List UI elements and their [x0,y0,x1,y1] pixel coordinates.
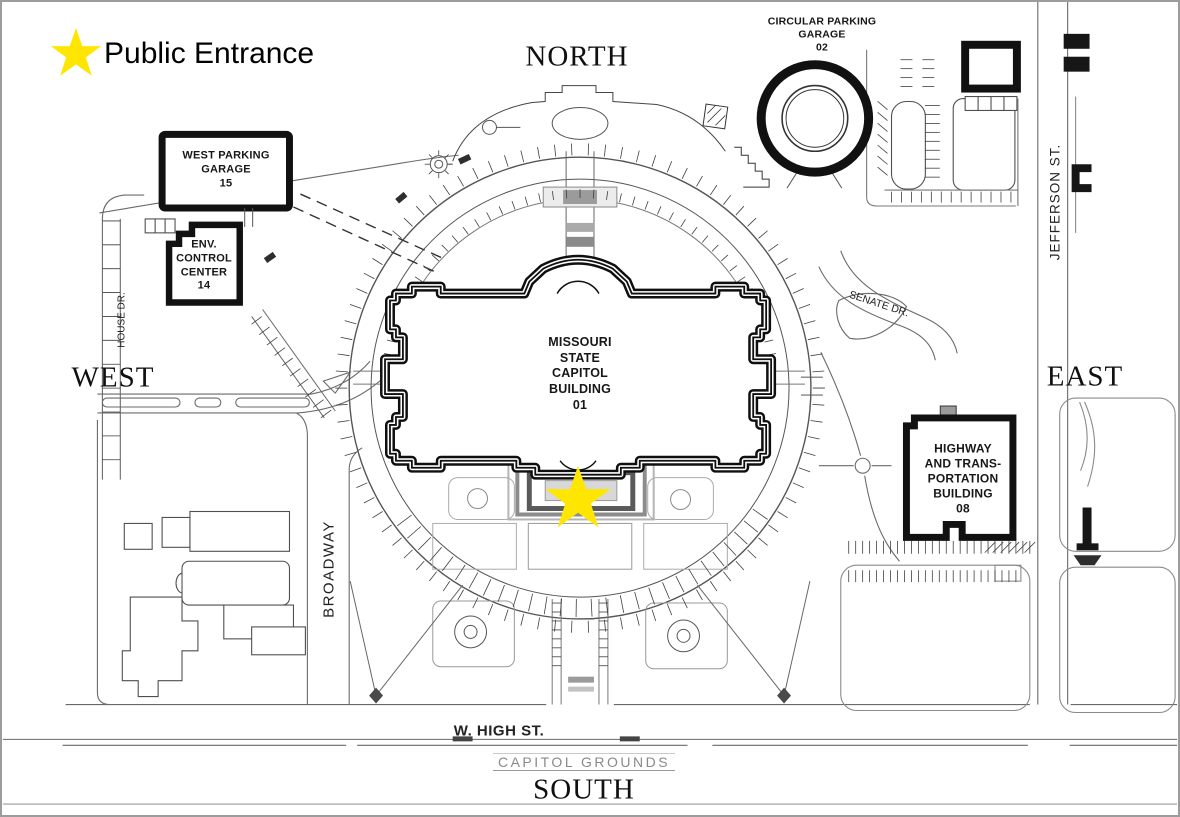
northwest-ornament-circle [429,155,448,174]
capitol-west-apron [353,370,386,385]
house-dr-strip [101,194,145,480]
circular-drive-outer [348,156,812,620]
parking-block [952,97,1016,191]
roads-layer [2,2,1178,805]
west-road [97,393,312,414]
broadway-road [296,412,363,705]
south-lawn-west [432,600,515,668]
south-lawn-east [645,602,728,670]
northeast-stairs [734,146,770,188]
east-service-road [800,352,900,562]
senate-island [836,292,908,340]
northeast-building-shape [961,40,1021,93]
southwest-diagonal-walks [349,581,464,697]
capitol-east-apron [771,370,805,385]
south-fountain-west [454,615,488,649]
north-fountain-oval [551,106,609,140]
circular-parking-garage-shape [756,60,874,189]
west-parking-garage-shape [158,130,293,212]
south-mall-walk [551,599,609,705]
southeast-diagonal-walks [697,581,811,697]
south-fountain-east [667,619,700,653]
stepped-building [121,596,199,698]
monument-glyph [1073,507,1102,566]
buildings-layer [158,33,1102,566]
capitol-building-shape [385,260,771,475]
garage-dashed-path [293,193,443,273]
north-ornament-circle [482,119,497,135]
background-buildings-layer [121,49,1176,714]
east-block-curves [1075,96,1096,487]
west-hatched-walkway [251,309,336,419]
senate-dr-road [818,250,958,361]
circular-drive-inner [370,178,790,598]
env-control-center-shape [165,221,243,306]
legend-label: Public Entrance [104,37,315,70]
w-high-st-road [2,703,1178,740]
jefferson-bracket-shape [1071,164,1092,193]
highway-building-shape [902,414,1017,541]
northeast-hatched-square [702,103,729,130]
north-plaza-outline [452,85,726,162]
west-block-boundary [96,419,111,706]
parking-capsule [890,100,926,190]
jefferson-st-road [1037,2,1069,705]
